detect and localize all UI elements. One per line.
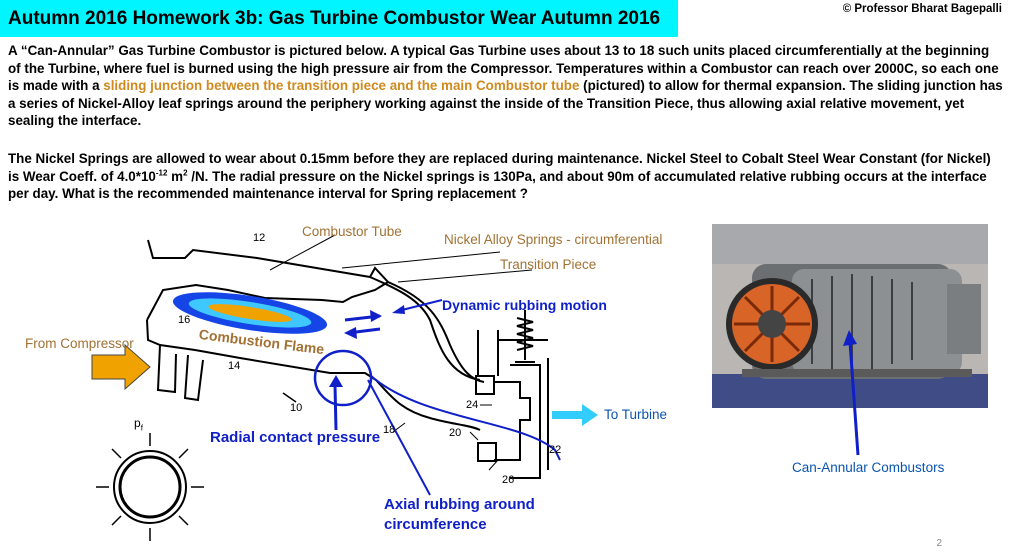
part-number-18: 18 bbox=[383, 424, 396, 436]
part-number-24: 24 bbox=[466, 399, 479, 411]
label-dynamic-rubbing: Dynamic rubbing motion bbox=[442, 297, 607, 313]
intro-highlight: sliding junction between the transition … bbox=[103, 78, 580, 94]
part-number-22: 22 bbox=[549, 444, 562, 456]
part-number-20: 20 bbox=[449, 427, 462, 439]
label-from-compressor: From Compressor bbox=[25, 336, 134, 351]
label-to-turbine: To Turbine bbox=[604, 407, 668, 422]
part-number-14: 14 bbox=[228, 360, 241, 372]
combustor-photo bbox=[712, 224, 988, 408]
combustor-diagram bbox=[91, 234, 598, 541]
label-pf: pf bbox=[134, 416, 143, 432]
part-number-16: 16 bbox=[178, 314, 191, 326]
question-paragraph: The Nickel Springs are allowed to wear a… bbox=[8, 150, 1004, 203]
label-radial-contact-pressure: Radial contact pressure bbox=[210, 429, 381, 446]
exponent-2: 2 bbox=[183, 168, 188, 178]
page-title: Autumn 2016 Homework 3b: Gas Turbine Com… bbox=[0, 0, 678, 37]
pf-subscript: f bbox=[140, 423, 143, 433]
intro-text-a: A “Can-Annular” Gas Turbine Combustor is… bbox=[8, 43, 999, 94]
exponent-1: -12 bbox=[155, 168, 168, 178]
label-combustor-tube: Combustor Tube bbox=[302, 224, 402, 239]
question-text-b: m bbox=[167, 168, 184, 184]
pf-symbol: p bbox=[134, 416, 141, 430]
part-number-10: 10 bbox=[290, 402, 303, 414]
copyright-notice: © Professor Bharat Bagepalli bbox=[842, 3, 1002, 15]
intro-text-b: (pictured) to allow for thermal expansio… bbox=[8, 78, 1003, 129]
question-text-c: /N. The radial pressure on the Nickel sp… bbox=[8, 168, 987, 202]
photo-pointer-arrow bbox=[843, 330, 860, 456]
label-axial-rubbing-2: circumference bbox=[384, 516, 487, 533]
part-number-26: 26 bbox=[502, 474, 515, 486]
part-number-12: 12 bbox=[253, 232, 266, 244]
label-can-annular: Can-Annular Combustors bbox=[792, 460, 945, 475]
label-transition-piece: Transition Piece bbox=[500, 257, 597, 272]
label-nickel-springs: Nickel Alloy Springs - circumferential bbox=[444, 232, 663, 247]
page-number: 2 bbox=[936, 538, 942, 549]
label-axial-rubbing-1: Axial rubbing around bbox=[384, 496, 535, 513]
question-text-a: The Nickel Springs are allowed to wear a… bbox=[8, 151, 991, 184]
page-title-text: Autumn 2016 Homework 3b: Gas Turbine Com… bbox=[8, 8, 661, 29]
intro-paragraph: A “Can-Annular” Gas Turbine Combustor is… bbox=[8, 42, 1004, 130]
